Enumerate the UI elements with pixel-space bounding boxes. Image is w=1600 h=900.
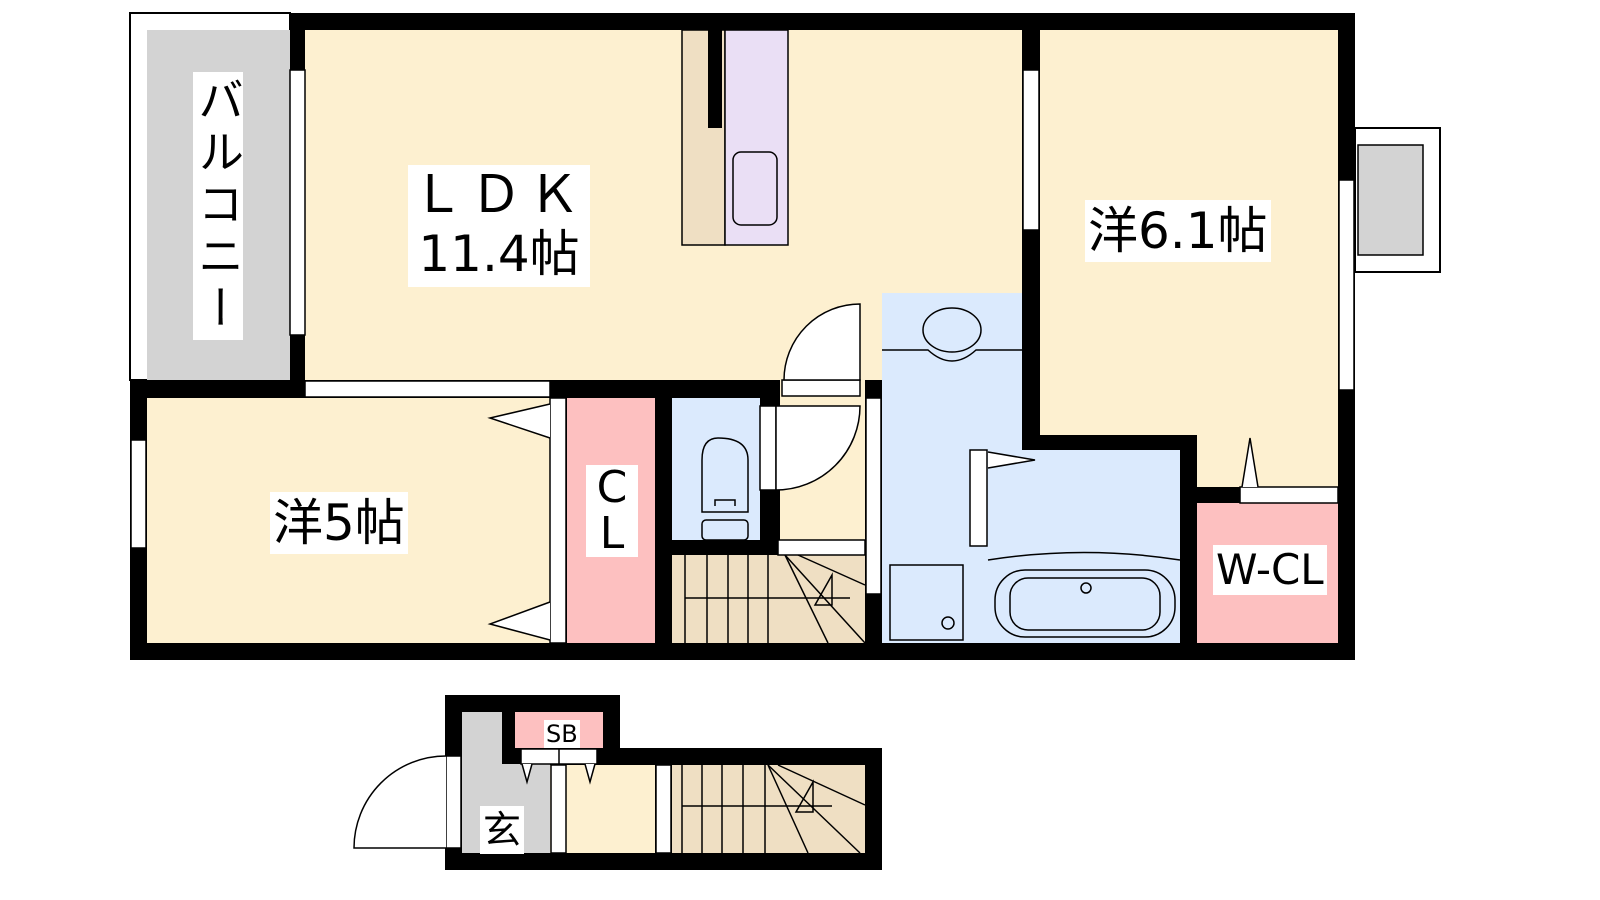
label-shoe-box: SB bbox=[544, 720, 580, 748]
closet-letter-c: C bbox=[596, 462, 628, 513]
outdoor-unit bbox=[1357, 144, 1424, 256]
closet-letter-l: L bbox=[599, 508, 625, 559]
washroom-sliding-door bbox=[865, 397, 882, 595]
label-western-5: 洋5帖 bbox=[270, 492, 408, 554]
sliding-door-western5 bbox=[304, 380, 551, 398]
ldk-size: 11.4帖 bbox=[418, 225, 580, 283]
vanity-counter bbox=[882, 349, 1022, 362]
toilet-door-swing bbox=[775, 405, 861, 491]
entrance-door bbox=[445, 755, 462, 849]
toilet-seat-detail bbox=[714, 499, 736, 506]
window-western5 bbox=[130, 439, 147, 549]
window-western6 bbox=[1338, 179, 1355, 391]
bath-door bbox=[969, 449, 988, 547]
label-closet: C L bbox=[586, 465, 638, 557]
bathtub-inner bbox=[1009, 577, 1161, 631]
wcl-door bbox=[1239, 486, 1339, 504]
toilet-icon bbox=[701, 437, 749, 513]
toilet-floor bbox=[672, 398, 760, 540]
ldk-door bbox=[781, 379, 861, 397]
ldk-door-swing bbox=[783, 303, 861, 381]
bathtub-edge bbox=[987, 551, 1181, 561]
entry-hall-floor bbox=[550, 765, 655, 853]
closet-doors bbox=[549, 397, 567, 644]
stairs-start bbox=[655, 764, 672, 854]
step-edge bbox=[550, 764, 567, 854]
washbasin-icon bbox=[922, 307, 982, 353]
stairs-lower-lines bbox=[681, 764, 866, 854]
bathroom-floor bbox=[988, 450, 1180, 643]
entrance-door-swing bbox=[353, 755, 447, 849]
washing-machine-pan bbox=[889, 564, 964, 641]
sb-door-swing-left bbox=[521, 763, 533, 785]
window-balcony bbox=[289, 69, 306, 336]
bath-door-swing bbox=[987, 451, 1036, 469]
sb-door-swing-right bbox=[584, 763, 596, 785]
wcl-door-swing bbox=[1241, 437, 1259, 488]
toilet-door bbox=[759, 405, 777, 491]
label-balcony: バルコニー bbox=[191, 72, 245, 340]
label-western-6: 洋6.1帖 bbox=[1085, 200, 1271, 262]
kitchen-sink-icon bbox=[732, 151, 778, 226]
bathtub-drain bbox=[1080, 582, 1092, 594]
ldk-name: ＬＤＫ bbox=[412, 165, 587, 225]
stairs-rail bbox=[777, 539, 866, 556]
stairs-lower bbox=[672, 765, 865, 853]
western6-floor-b bbox=[1197, 435, 1338, 487]
stairs-upper-lines bbox=[684, 554, 866, 644]
kitchen-partition bbox=[708, 30, 722, 128]
bathtub-outer bbox=[994, 569, 1176, 638]
label-ldk: ＬＤＫ 11.4帖 bbox=[408, 165, 591, 287]
closet-door-swing-bottom bbox=[487, 601, 551, 641]
drain-icon bbox=[941, 616, 955, 630]
label-entrance: 玄 bbox=[480, 806, 525, 854]
sliding-door-western6 bbox=[1022, 69, 1040, 231]
closet-door-swing-top bbox=[487, 403, 551, 439]
label-walk-in-closet: W-CL bbox=[1213, 545, 1327, 595]
toilet-tank bbox=[701, 519, 749, 541]
